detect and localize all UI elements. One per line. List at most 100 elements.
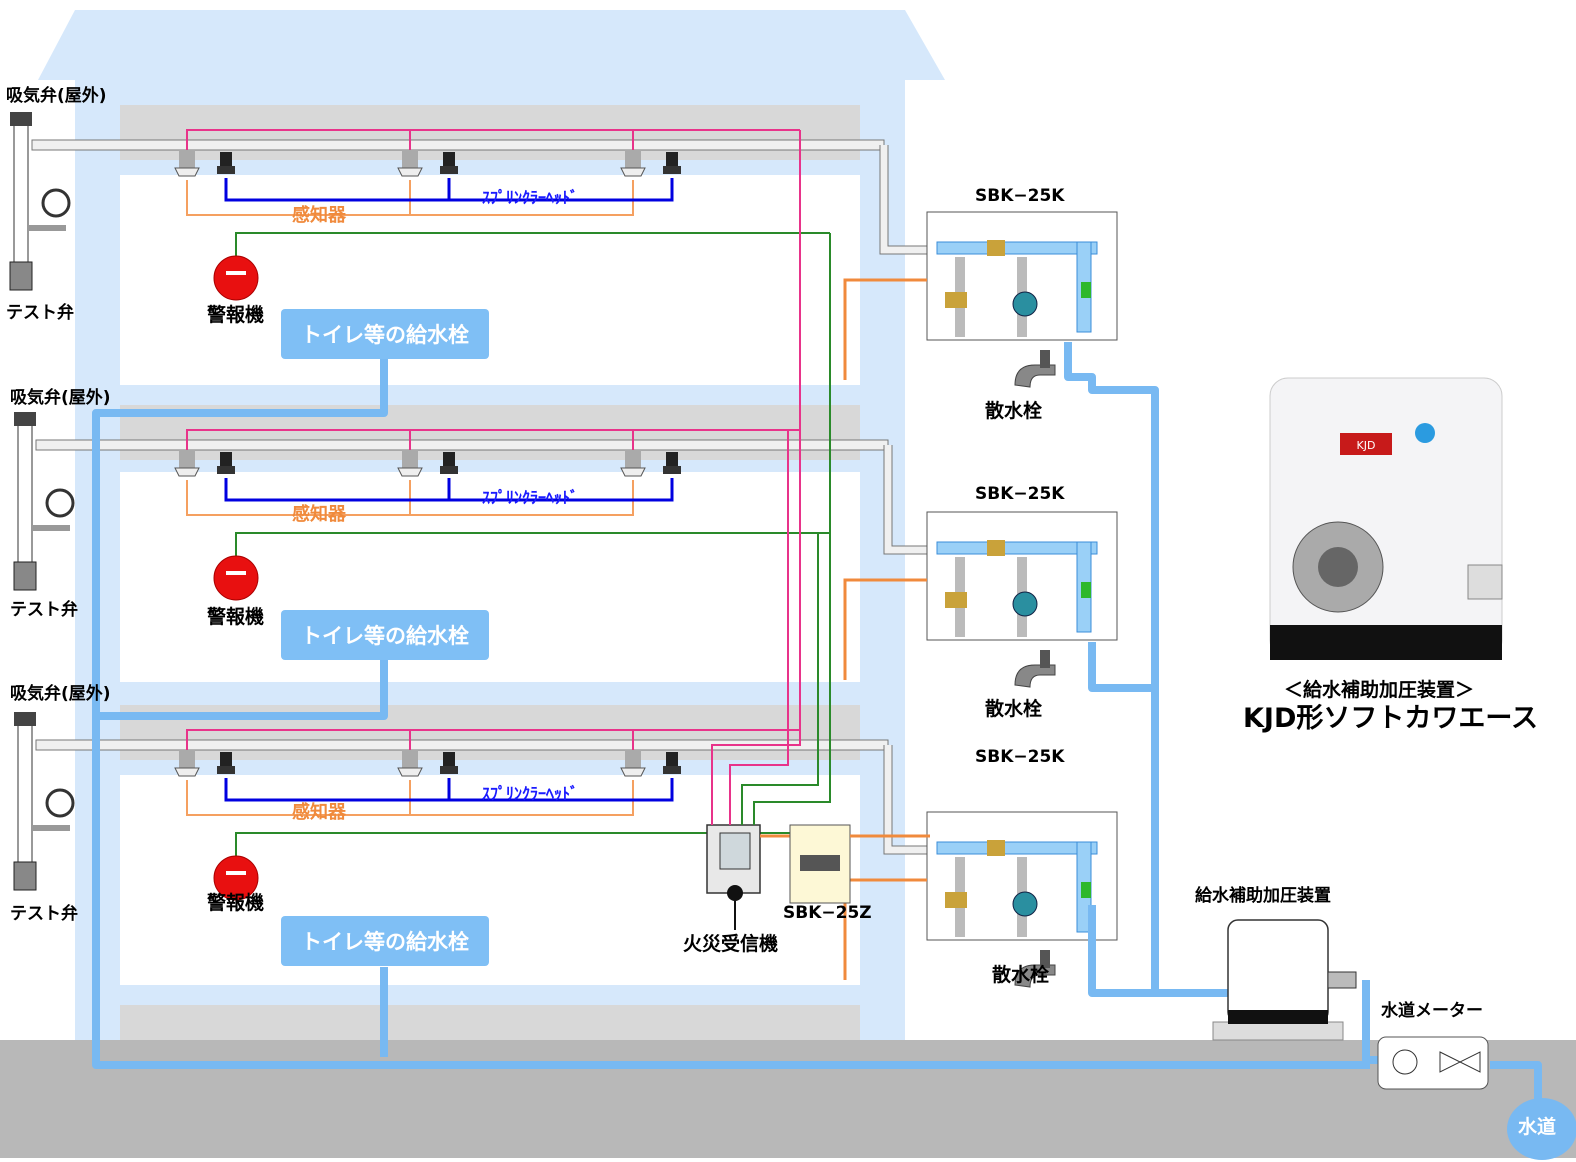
- sbk-pipe-top: [936, 841, 1098, 855]
- pressure-gauge-icon: [45, 788, 75, 818]
- smoke-detector-icon: [174, 467, 200, 477]
- sprinkler-head-icon: [666, 752, 678, 766]
- spigot-handle: [1040, 350, 1050, 368]
- test-valve: [13, 561, 37, 591]
- spigot-handle: [1040, 650, 1050, 668]
- sbk-valve-icon: [1012, 891, 1038, 917]
- fire-receiver-label: 火災受信機: [683, 933, 779, 955]
- signal-trunk: [711, 130, 801, 825]
- booster-label: 給水補助加圧装置: [1195, 886, 1331, 906]
- sbk-fitting-left-icon: [945, 292, 967, 308]
- sbk-valve-icon: [1012, 291, 1038, 317]
- smoke-detector-icon: [620, 167, 646, 177]
- sensor-label: 感知器: [292, 205, 346, 226]
- water-meter-label: 水道メーター: [1381, 1001, 1483, 1021]
- sprinkler-head-label: ｽﾌﾟﾘﾝｸﾗｰﾍｯﾄﾞ: [482, 488, 579, 507]
- smoke-detector-icon: [397, 767, 423, 777]
- product-base: [1270, 625, 1502, 660]
- floor-system: [13, 412, 1118, 688]
- sprinkler-head-deflector: [440, 466, 458, 474]
- signal-trunk-2: [729, 430, 789, 825]
- water-unit3-pipe: [1088, 905, 1230, 997]
- riser-pipe: [17, 717, 33, 879]
- spigot-label: 散水栓: [985, 400, 1043, 422]
- sensor-label: 感知器: [292, 802, 346, 823]
- alarm-wire: [235, 232, 830, 262]
- water-riser-pipe: [1064, 342, 1159, 993]
- sprinkler-head-deflector: [440, 166, 458, 174]
- floor-system: [13, 712, 1118, 988]
- vent-valve: [14, 712, 36, 726]
- gauge-branch: [32, 525, 70, 531]
- sbk-fitting-icon: [987, 240, 1005, 256]
- controller-wire: [843, 278, 927, 380]
- test-valve: [13, 861, 37, 891]
- gauge-branch: [28, 225, 66, 231]
- product-badge: [1340, 433, 1392, 455]
- water-unit2-pipe: [1088, 642, 1155, 692]
- product-motor-hub: [1318, 547, 1358, 587]
- sbk-check-valve-icon: [1081, 582, 1091, 598]
- sprinkler-head-deflector: [440, 766, 458, 774]
- sensor-label: 感知器: [292, 504, 346, 525]
- spigot-label: 散水栓: [985, 698, 1043, 720]
- sbk-fitting-left-icon: [945, 592, 967, 608]
- unit-label: SBK−25K: [975, 186, 1065, 206]
- booster-base: [1212, 1021, 1344, 1041]
- sprinkler-head-label: ｽﾌﾟﾘﾝｸﾗｰﾍｯﾄﾞ: [482, 784, 579, 803]
- sbk-check-valve-icon: [1081, 282, 1091, 298]
- product-photo: [1269, 377, 1503, 659]
- faucet-label: トイレ等の給水栓: [281, 610, 489, 660]
- fire-receiver-screen: [719, 832, 751, 870]
- detector-mount: [402, 450, 418, 468]
- sprinkler-head-icon: [666, 452, 678, 466]
- spigot-icon: [1014, 964, 1056, 988]
- alarm-wire: [235, 532, 830, 562]
- product-badge-text: KJD: [1357, 439, 1376, 452]
- vent-valve-label: 吸気弁(屋外): [10, 388, 111, 408]
- pressure-gauge-icon: [41, 188, 71, 218]
- sbk-valve-icon: [1012, 591, 1038, 617]
- pressure-gauge-icon: [45, 488, 75, 518]
- sprinkler-head-deflector: [217, 766, 235, 774]
- unit-label: SBK−25K: [975, 747, 1065, 767]
- alarm-label: 警報機: [207, 892, 265, 914]
- detector-mount: [179, 450, 195, 468]
- vent-valve-label: 吸気弁(屋外): [6, 86, 107, 106]
- alarm-bell-mark: [226, 871, 246, 875]
- detector-mount: [402, 750, 418, 768]
- smoke-detector-icon: [174, 767, 200, 777]
- smoke-detector-icon: [174, 167, 200, 177]
- alarm-bell-mark: [226, 271, 246, 275]
- smoke-detector-icon: [397, 167, 423, 177]
- sbk-pipe-top: [936, 241, 1098, 255]
- alarm-wire: [235, 832, 830, 862]
- detector-mount: [179, 150, 195, 168]
- product-caption-line2: KJD形ソフトカワエース: [1243, 703, 1539, 734]
- sprinkler-main-pipe: [31, 139, 885, 151]
- sprinkler-head-icon: [443, 452, 455, 466]
- alarm-bell-icon: [213, 855, 259, 901]
- sprinkler-head-deflector: [217, 166, 235, 174]
- water-meter-dial-icon: [1392, 1049, 1418, 1075]
- sprinkler-head-icon: [220, 152, 232, 166]
- alarm-label: 警報機: [207, 304, 265, 326]
- gauge-branch: [32, 825, 70, 831]
- riser-pipe: [13, 117, 29, 279]
- sprinkler-feed-pipe-inner: [880, 145, 930, 254]
- sbk-fitting-icon: [987, 540, 1005, 556]
- faucet-label: トイレ等の給水栓: [281, 916, 489, 966]
- riser-pipe: [17, 417, 33, 579]
- spigot-handle: [1040, 950, 1050, 968]
- fire-receiver-bell-icon: [727, 885, 743, 901]
- sprinkler-head-icon: [220, 452, 232, 466]
- water-branch-floor2: [96, 660, 388, 720]
- unit-label: SBK−25K: [975, 484, 1065, 504]
- test-valve-label: テスト弁: [10, 904, 78, 924]
- water-mains-pipe: [1490, 1061, 1542, 1100]
- booster-pump-footer: [1228, 1010, 1328, 1024]
- product-eco-icon: [1415, 423, 1435, 443]
- ground: [0, 1040, 1576, 1158]
